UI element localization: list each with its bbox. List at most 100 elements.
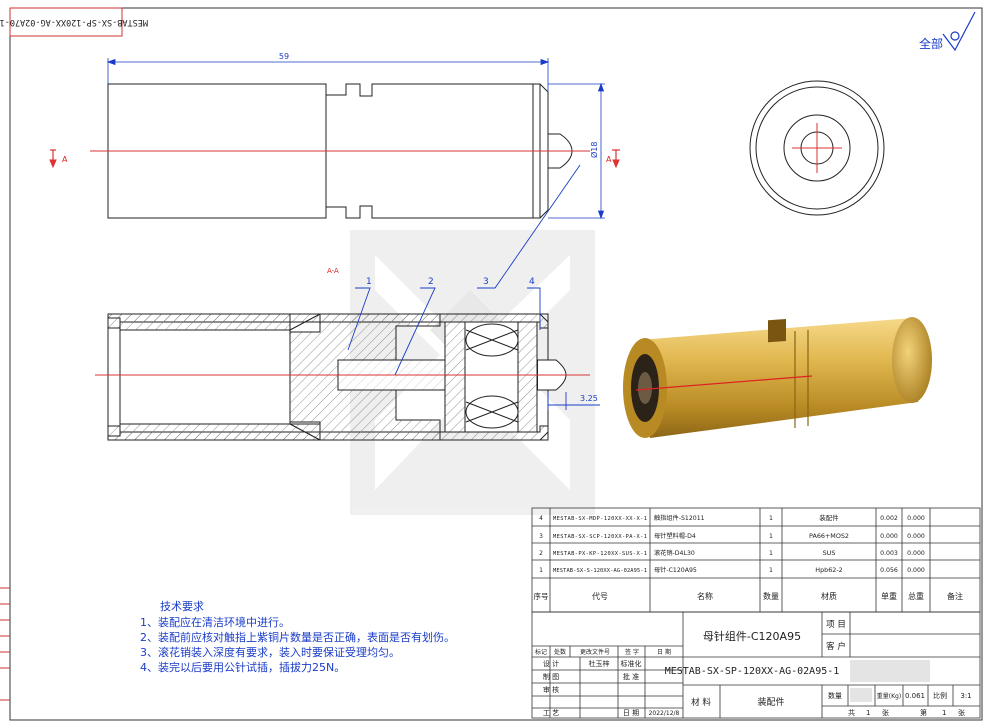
bom-cell-unit: 0.056 <box>880 567 898 574</box>
bom-cell-name: 母针塑料帽-D4 <box>654 532 696 540</box>
designer: 杜玉梓 <box>589 659 610 668</box>
weight-label: 重量(Kg) <box>877 692 901 700</box>
total-sheets: 1 <box>866 709 870 717</box>
bom-cell-code: MESTAB-SX-S-120XX-AG-02A95-1 <box>553 568 647 574</box>
bom-cell-total: 0.000 <box>907 515 925 522</box>
balloon-2: 2 <box>428 277 434 287</box>
design-label: 设 计 <box>543 659 559 668</box>
section-arrow-left <box>49 149 57 169</box>
bom-cell-name: 触指组件-S12011 <box>654 514 705 522</box>
bom-header-no: 序号 <box>534 591 549 601</box>
bom-cell-code: MESTAB-SX-MDP-120XX-XX-X-1 <box>553 516 647 522</box>
bom-cell-qty: 1 <box>769 515 773 522</box>
page-label: 第 <box>920 708 927 717</box>
project-label: 项 目 <box>826 620 846 630</box>
material-label: 材 料 <box>691 697 711 708</box>
date-value: 2022/12/8 <box>649 710 680 717</box>
weight-value: 0.061 <box>905 692 925 700</box>
notes-title: 技术要求 <box>160 600 204 613</box>
section-title: A-A <box>327 267 339 275</box>
part-name: 母针组件-C120A95 <box>703 629 801 643</box>
page-unit: 张 <box>958 708 965 717</box>
bom-cell-name: 滚花销-D4L30 <box>654 549 695 557</box>
bom-cell-material: SUS <box>823 549 836 557</box>
view-label: 全部 <box>919 36 943 51</box>
redacted-field <box>850 660 930 682</box>
section-marker-right: A <box>606 155 612 164</box>
bom-cell-no: 1 <box>539 567 543 574</box>
bom-header-name: 名称 <box>697 591 713 601</box>
corner-code: MESTAB-SX-SP-120XX-AG-02A70-1 <box>0 17 148 27</box>
rev-sign-label: 签 字 <box>625 648 639 656</box>
scale-label: 比例 <box>933 691 947 700</box>
bom-cell-material: 装配件 <box>819 513 839 522</box>
bom-cell-unit: 0.000 <box>880 533 898 540</box>
bom-cell-unit: 0.003 <box>880 550 898 557</box>
note-4: 4、装完以后要用公针试插，插拔力25N。 <box>140 660 345 674</box>
offset-dim-label: 3.25 <box>580 394 598 403</box>
length-dim-label: 59 <box>279 52 289 61</box>
material-value: 装配件 <box>757 696 784 708</box>
bom-cell-unit: 0.002 <box>880 515 898 522</box>
diameter-dimension <box>548 82 605 220</box>
rev-date-label: 日 期 <box>657 648 671 656</box>
section-arrow-right <box>612 149 620 169</box>
bom-cell-qty: 1 <box>769 550 773 557</box>
bom-cell-material: PA66+MOS2 <box>809 532 849 540</box>
left-margin-ticks <box>0 587 10 701</box>
balloon-3: 3 <box>483 277 489 287</box>
bom-table <box>531 507 981 613</box>
sheet-border <box>9 7 983 721</box>
bom-header-material: 材质 <box>821 591 837 601</box>
balloon-1: 1 <box>366 277 372 287</box>
bom-cell-material: Hpb62-2 <box>815 566 842 574</box>
date-label: 日 期 <box>623 709 639 717</box>
bom-cell-code: MESTAB-PX-KP-120XX-SUS-X-1 <box>553 551 647 557</box>
bom-header-code: 代号 <box>592 591 608 601</box>
surface-finish-icon <box>942 11 976 52</box>
rev-doc-label: 更改文件号 <box>580 648 610 656</box>
bom-cell-no: 4 <box>539 515 543 522</box>
length-dimension <box>106 58 550 92</box>
standard-label: 标准化 <box>621 659 642 668</box>
diameter-dim-label: Ø18 <box>589 142 599 158</box>
page-value: 1 <box>942 709 946 717</box>
part-render <box>623 317 932 438</box>
bom-cell-total: 0.000 <box>907 567 925 574</box>
process-label: 工 艺 <box>543 709 559 717</box>
section-view <box>107 313 567 441</box>
scale-value: 3:1 <box>960 692 971 700</box>
sheet-label: 张 <box>882 708 889 717</box>
bom-cell-no: 2 <box>539 550 543 557</box>
corner-code-box: MESTAB-SX-SP-120XX-AG-02A70-1 <box>0 7 148 37</box>
bom-cell-name: 母针-C120A95 <box>654 566 697 574</box>
draw-label: 制 图 <box>543 672 559 681</box>
bom-header-qty: 数量 <box>763 591 779 601</box>
bom-header-note: 备注 <box>947 591 963 601</box>
end-view <box>749 80 885 216</box>
bom-cell-qty: 1 <box>769 533 773 540</box>
section-marker-left: A <box>62 155 68 164</box>
note-3: 3、滚花销装入深度有要求，装入时要保证受理均匀。 <box>140 645 400 659</box>
bom-cell-no: 3 <box>539 533 543 540</box>
bom-cell-qty: 1 <box>769 567 773 574</box>
title-block <box>531 611 981 719</box>
redacted-qty <box>850 688 872 702</box>
drawing-number: MESTAB-SX-SP-120XX-AG-02A95-1 <box>665 666 840 677</box>
rev-mark-label: 标记 <box>535 648 547 656</box>
rev-count-label: 处数 <box>554 648 566 656</box>
review-label: 审 核 <box>543 685 559 694</box>
bom-header-total-weight: 总重 <box>908 591 924 601</box>
bom-header: 序号 代号 名称 数量 材质 单重 总重 备注 <box>534 591 964 601</box>
bom-cell-code: MESTAB-SX-SCP-120XX-PA-X-1 <box>553 534 647 540</box>
note-1: 1、装配应在清洁环境中进行。 <box>140 615 290 629</box>
balloon-4: 4 <box>529 277 535 287</box>
approve-label: 批 准 <box>623 672 639 681</box>
bom-header-unit-weight: 单重 <box>881 591 897 601</box>
total-label: 共 <box>848 708 855 717</box>
note-2: 2、装配前应核对触指上紫铜片数量是否正确，表面是否有划伤。 <box>140 630 455 644</box>
customer-label: 客 户 <box>826 641 846 652</box>
leader-lines <box>347 164 600 410</box>
bom-cell-total: 0.000 <box>907 550 925 557</box>
